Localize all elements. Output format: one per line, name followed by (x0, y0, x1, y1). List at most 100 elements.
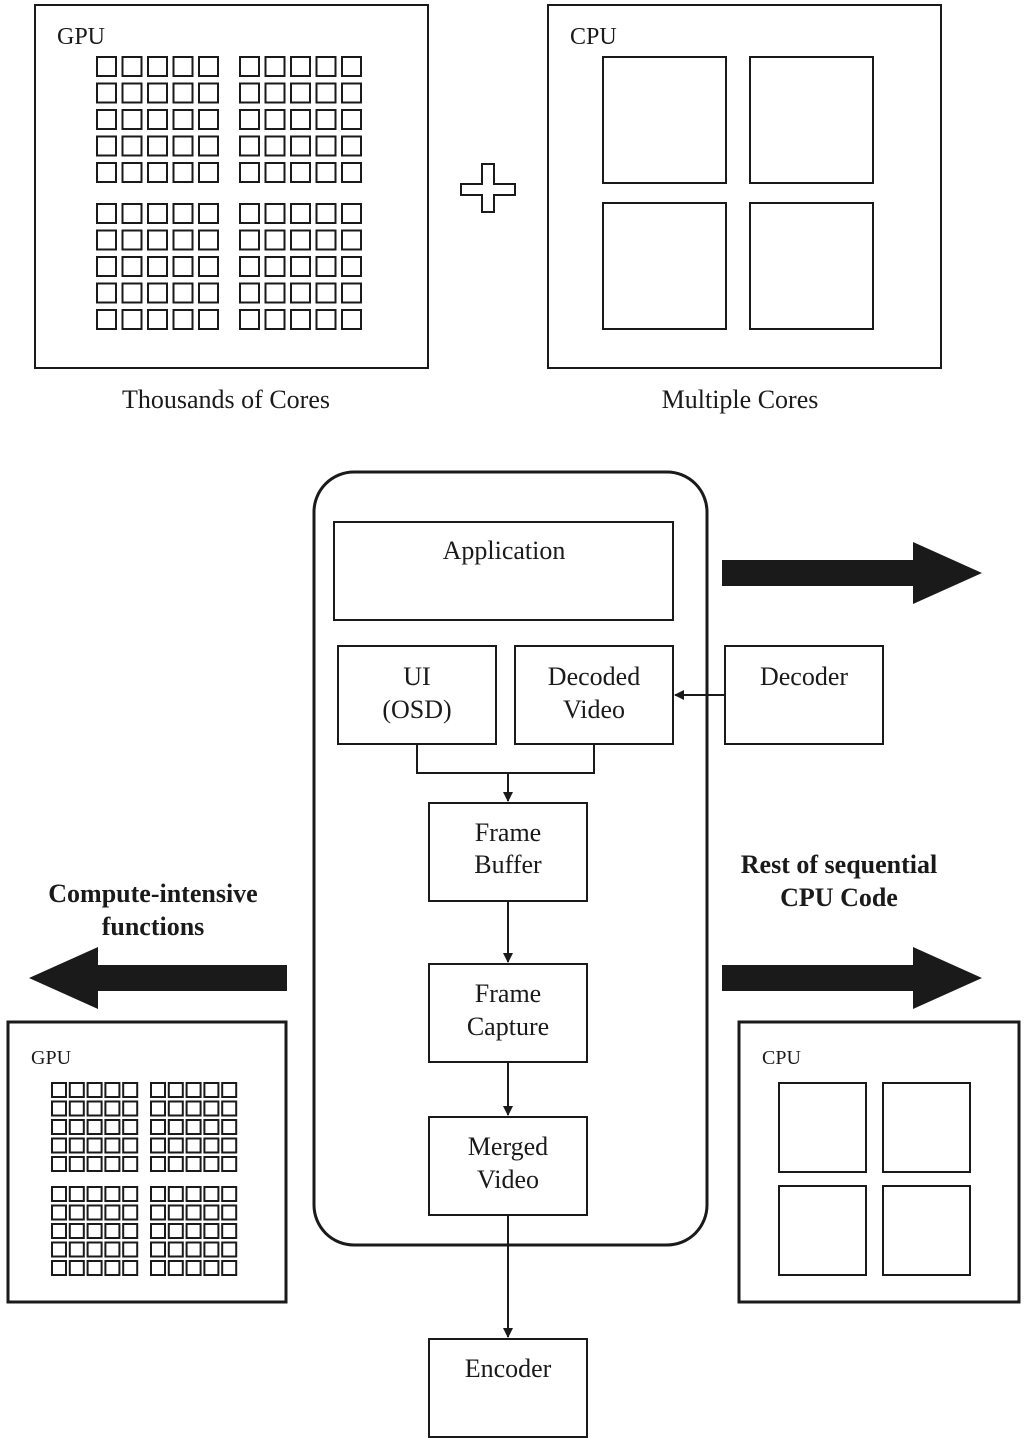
gpu-core (147, 82, 168, 104)
compute-intensive-label-line1: Compute-intensive (48, 879, 257, 908)
gpu-core (150, 1260, 166, 1276)
bottom-cpu-core (778, 1185, 867, 1276)
gpu-core (147, 135, 168, 157)
gpu-core (341, 229, 362, 251)
gpu-core (239, 229, 260, 251)
gpu-core (264, 203, 286, 224)
gpu-core (239, 256, 260, 277)
gpu-core (167, 1241, 184, 1258)
gpu-core (68, 1137, 85, 1154)
gpu-core (341, 256, 362, 277)
gpu-core (290, 56, 311, 77)
gpu-core (68, 1186, 85, 1202)
gpu-core (121, 109, 143, 130)
gpu-core (68, 1119, 85, 1135)
gpu-core (185, 1260, 202, 1276)
gpu-core (290, 135, 311, 157)
right-arrow-icon (722, 947, 982, 1009)
gpu-core (147, 56, 168, 77)
gpu-core (51, 1100, 67, 1117)
gpu-core (203, 1156, 220, 1172)
gpu-core (121, 56, 143, 77)
bottom-cpu-core (882, 1185, 971, 1276)
gpu-core (167, 1204, 184, 1221)
gpu-core (185, 1082, 202, 1098)
application-box (333, 521, 674, 621)
gpu-core (221, 1119, 238, 1135)
gpu-core (167, 1137, 184, 1154)
gpu-core (96, 229, 117, 251)
gpu-core (122, 1260, 139, 1276)
gpu-core (121, 256, 143, 277)
gpu-core (167, 1186, 184, 1202)
gpu-core (198, 162, 219, 183)
gpu-core (185, 1100, 202, 1117)
gpu-core (239, 109, 260, 130)
gpu-core (121, 135, 143, 157)
gpu-core (51, 1082, 67, 1098)
sequential-cpu-label-line2: CPU Code (780, 883, 898, 912)
gpu-core (150, 1241, 166, 1258)
merged-video-label-line1: Merged (468, 1132, 548, 1161)
gpu-core (198, 56, 219, 77)
gpu-core (221, 1186, 238, 1202)
gpu-core (341, 56, 362, 77)
gpu-core (122, 1137, 139, 1154)
left-arrow-icon (29, 947, 287, 1009)
gpu-core (86, 1082, 103, 1098)
top-cpu-block: CPU (547, 4, 942, 369)
decoded-video-label-line2: Video (563, 695, 625, 724)
gpu-core (290, 256, 311, 277)
gpu-core (104, 1119, 121, 1135)
gpu-core (147, 203, 168, 224)
encoder-label: Encoder (465, 1354, 552, 1383)
top-cpu-label: CPU (570, 24, 617, 50)
gpu-core (86, 1156, 103, 1172)
gpu-core (121, 82, 143, 104)
gpu-core (104, 1186, 121, 1202)
gpu-core (290, 203, 311, 224)
gpu-core (315, 56, 337, 77)
gpu-core (315, 162, 337, 183)
frame-buffer-label-line2: Buffer (474, 850, 542, 879)
gpu-core (290, 109, 311, 130)
ui-osd-label-line2: (OSD) (382, 695, 451, 724)
gpu-core (122, 1119, 139, 1135)
gpu-core (150, 1137, 166, 1154)
gpu-core (104, 1223, 121, 1239)
frame-buffer-box (428, 802, 588, 902)
gpu-core (290, 309, 311, 330)
gpu-core (264, 256, 286, 277)
gpu-core (51, 1260, 67, 1276)
gpu-core (86, 1100, 103, 1117)
top-cpu-core (749, 202, 874, 330)
gpu-core (221, 1156, 238, 1172)
gpu-core (51, 1137, 67, 1154)
gpu-core (147, 256, 168, 277)
gpu-core (203, 1100, 220, 1117)
merge-connector (416, 744, 595, 774)
gpu-core (150, 1223, 166, 1239)
ui-osd-box (337, 645, 497, 745)
gpu-core (221, 1241, 238, 1258)
bottom-gpu-block: GPU (6, 1020, 288, 1304)
gpu-core (172, 82, 194, 104)
gpu-core (203, 1260, 220, 1276)
gpu-core (172, 203, 194, 224)
gpu-core (147, 229, 168, 251)
application-label: Application (443, 536, 566, 565)
gpu-core (221, 1204, 238, 1221)
gpu-core (68, 1082, 85, 1098)
gpu-core (172, 282, 194, 304)
gpu-core (185, 1119, 202, 1135)
gpu-core (290, 229, 311, 251)
gpu-core (315, 282, 337, 304)
gpu-core (96, 203, 117, 224)
gpu-core (198, 82, 219, 104)
gpu-core (185, 1137, 202, 1154)
gpu-core (122, 1100, 139, 1117)
gpu-core (172, 135, 194, 157)
gpu-core (86, 1223, 103, 1239)
gpu-core (122, 1241, 139, 1258)
